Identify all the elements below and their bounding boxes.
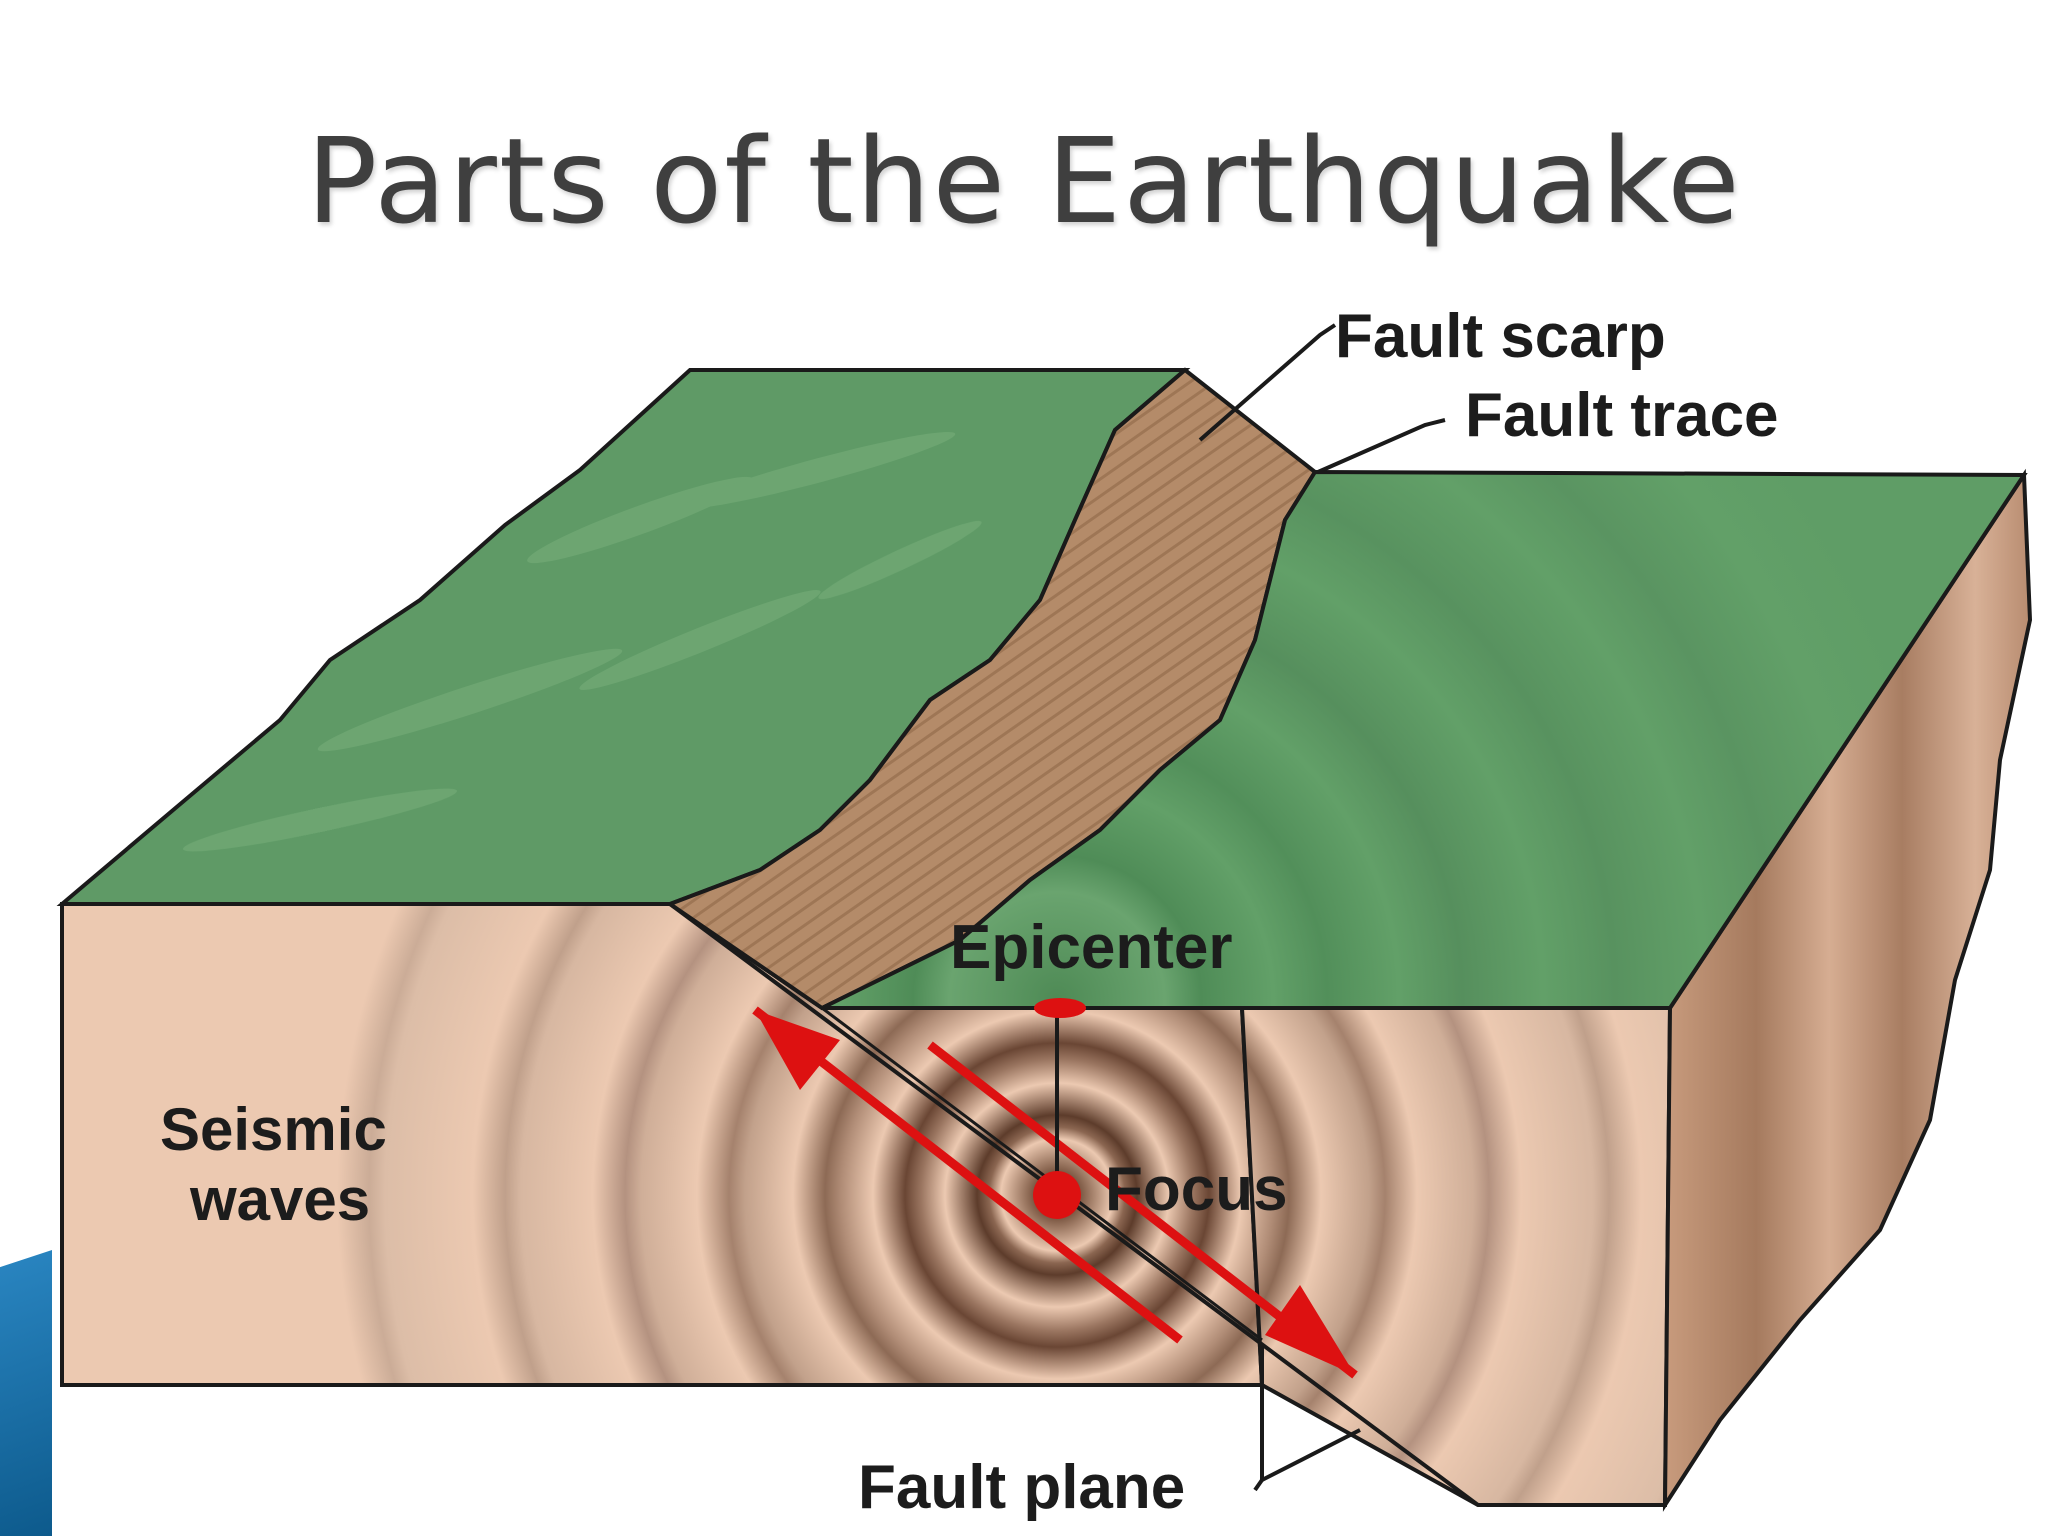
label-fault-trace: Fault trace [1465,381,1779,450]
epicenter-marker [1034,998,1086,1018]
slide-corner-accent [0,1250,52,1536]
fault-trace-leader [1318,420,1445,472]
label-fault-scarp: Fault scarp [1335,302,1666,371]
label-seismic: Seismic [160,1096,387,1163]
fault-plane-bracket-2 [1262,1430,1360,1480]
focus-marker [1033,1171,1081,1219]
fault-scarp-leader [1200,325,1335,440]
label-waves: waves [189,1166,370,1233]
label-fault-plane: Fault plane [858,1453,1185,1522]
label-epicenter: Epicenter [950,913,1233,982]
label-focus: Focus [1105,1155,1288,1224]
